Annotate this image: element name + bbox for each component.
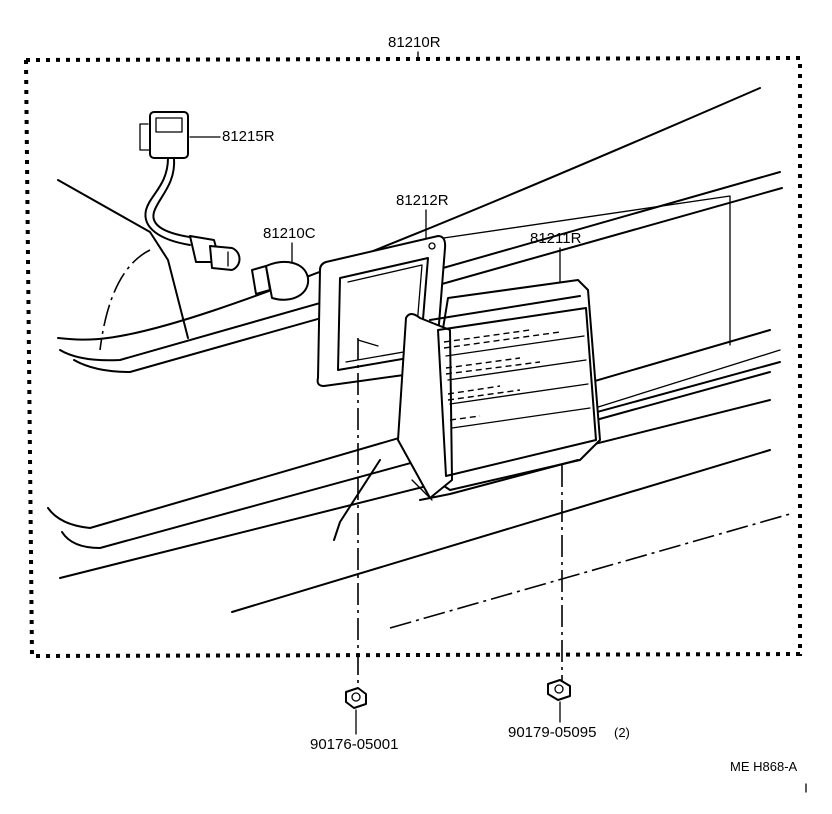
vehicle-body (47, 87, 791, 629)
label-nut-right: 90179-05095 (508, 724, 596, 741)
nut-right (547, 679, 571, 701)
stud-line-left-tick (357, 339, 379, 347)
nut-left (345, 687, 367, 709)
bulb (251, 261, 310, 301)
assembly-frame (23, 55, 802, 659)
socket-cord (139, 111, 241, 271)
label-lens: 81211R (530, 230, 582, 247)
drawing-code: ME H868-A (730, 759, 798, 774)
lens-housing (333, 279, 601, 541)
label-bulb: 81210C (263, 225, 316, 242)
label-gasket: 81212R (396, 192, 449, 209)
label-socket-cord: 81215R (222, 128, 275, 145)
label-nut-left: 90176-05001 (310, 736, 398, 753)
label-assembly: 81210R (388, 34, 441, 51)
label-nut-right-qty: (2) (614, 725, 630, 740)
